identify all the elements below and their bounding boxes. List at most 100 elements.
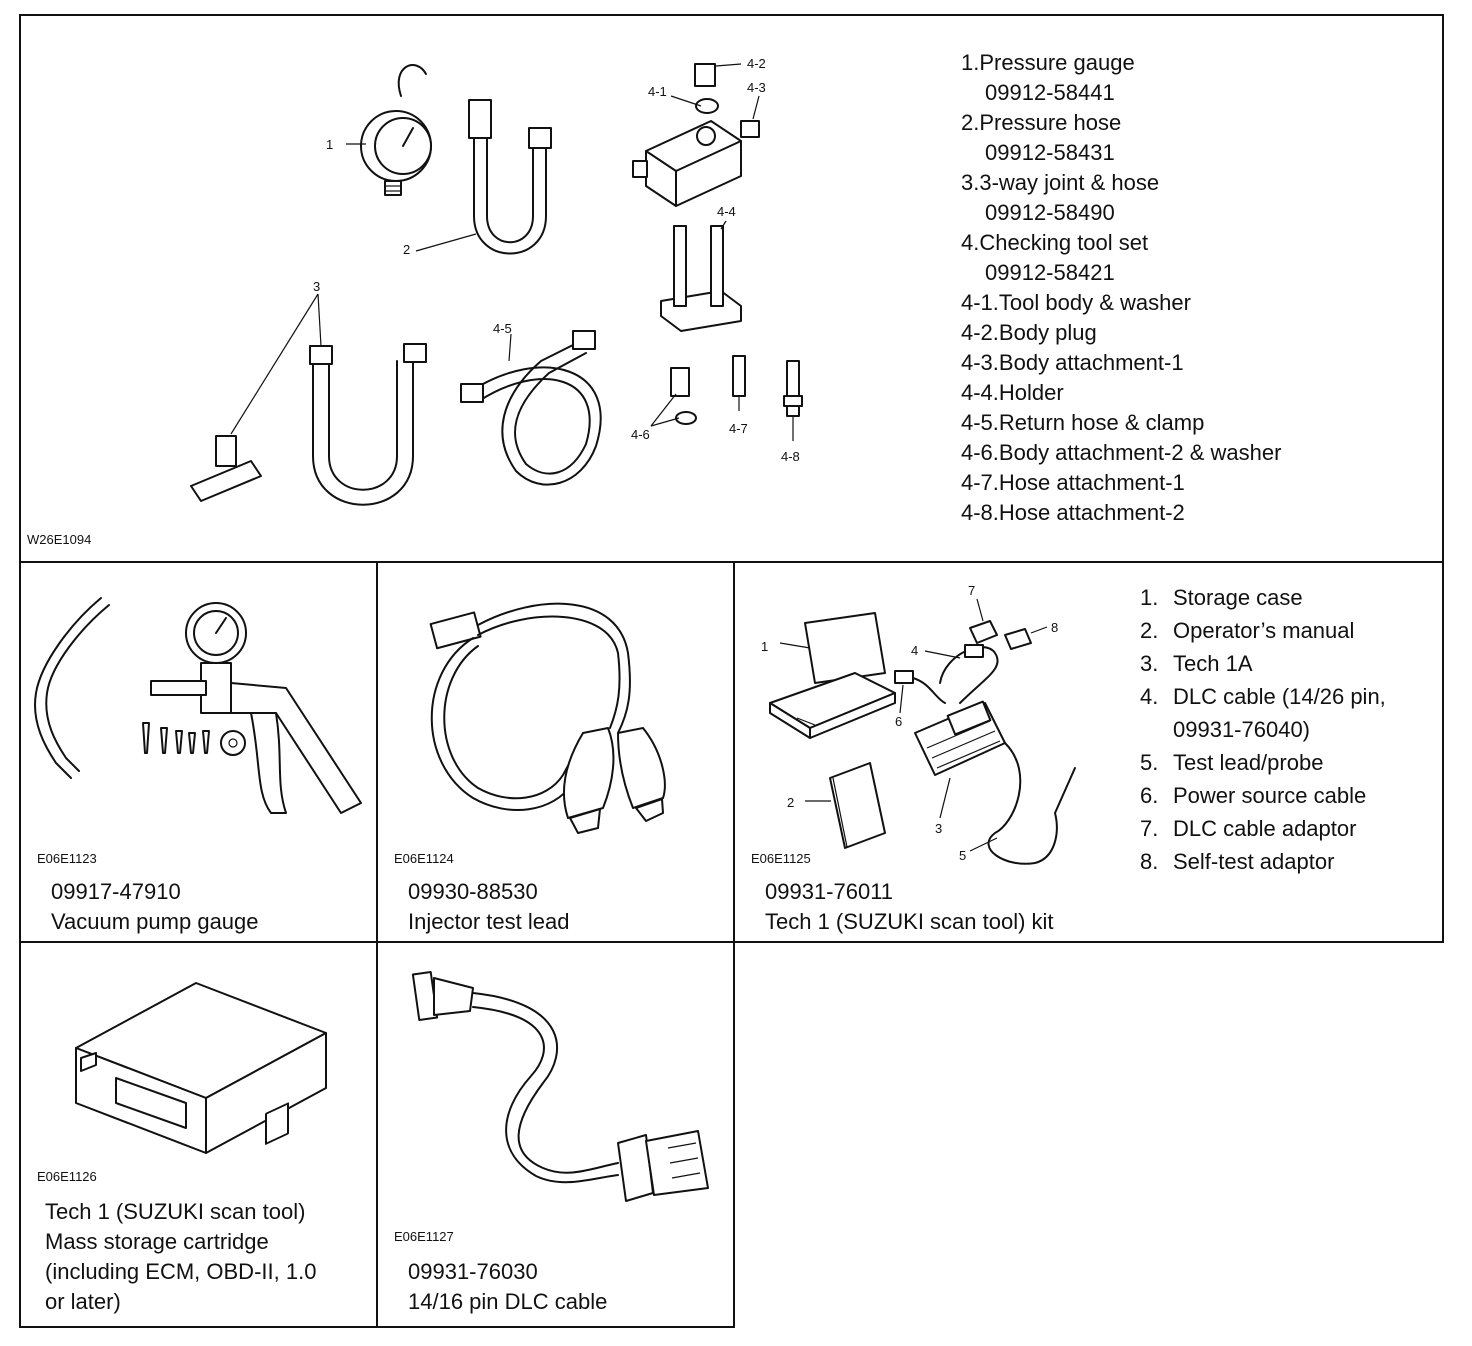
legend-part-number: 09912-58421 bbox=[985, 260, 1115, 285]
panel-mass-storage-cartridge: E06E1126 Tech 1 (SUZUKI scan tool) Mass … bbox=[19, 941, 378, 1328]
legend-label: Body attachment-2 & washer bbox=[998, 440, 1282, 465]
legend-number: 4-6. bbox=[961, 440, 999, 465]
tool-body-drawing bbox=[632, 63, 760, 207]
legend-number: 4-8. bbox=[961, 500, 999, 525]
part-caption: Tech 1 (SUZUKI scan tool) Mass storage c… bbox=[45, 1197, 316, 1317]
legend-number: 1. bbox=[1140, 585, 1159, 610]
callout-4-1: 4-1 bbox=[648, 84, 667, 99]
legend-label: Pressure hose bbox=[979, 110, 1122, 135]
legend-number: 2. bbox=[961, 110, 980, 135]
three-way-joint-drawing bbox=[190, 293, 427, 506]
legend-item: 2.Pressure hose 09912-58431 bbox=[961, 108, 1281, 168]
legend-label: Body plug bbox=[998, 320, 1097, 345]
part-name: Injector test lead bbox=[408, 909, 570, 934]
panel-fuel-pressure-tools: 1 2 3 bbox=[19, 14, 1444, 563]
legend-label: Pressure gauge bbox=[979, 50, 1135, 75]
legend-label: Hose attachment-2 bbox=[998, 500, 1185, 525]
callout-2: 2 bbox=[787, 795, 794, 810]
return-hose-drawing bbox=[460, 330, 602, 486]
legend-number: 8. bbox=[1140, 849, 1159, 874]
legend-label: DLC cable adaptor bbox=[1173, 816, 1357, 841]
legend-label: Tech 1A bbox=[1173, 651, 1253, 676]
holder-drawing bbox=[660, 220, 742, 332]
legend-part-number: 09912-58431 bbox=[985, 140, 1115, 165]
panel-injector-test-lead: E06E1124 09930-88530 Injector test lead bbox=[376, 561, 735, 943]
legend-number: 4. bbox=[961, 230, 980, 255]
legend-item: 4. DLC cable (14/26 pin, 09931-76040) bbox=[1140, 680, 1386, 746]
legend-item: 8.Self-test adaptor bbox=[1140, 845, 1386, 878]
callout-4-3: 4-3 bbox=[747, 80, 766, 95]
callout-2: 2 bbox=[403, 242, 410, 257]
legend-label: 3-way joint & hose bbox=[979, 170, 1160, 195]
part-name: Vacuum pump gauge bbox=[51, 909, 259, 934]
legend-item: 6. Power source cable bbox=[1140, 779, 1386, 812]
legend-number: 4-2. bbox=[961, 320, 999, 345]
legend-number: 5. bbox=[1140, 750, 1159, 775]
legend-item: 4-1.Tool body & washer bbox=[961, 288, 1281, 318]
vacuum-pump-gauge-illustration bbox=[34, 597, 362, 814]
callout-4-2: 4-2 bbox=[747, 56, 766, 71]
part-caption: 09931-76011 Tech 1 (SUZUKI scan tool) ki… bbox=[765, 877, 1054, 937]
callout-4: 4 bbox=[911, 643, 918, 658]
part-caption: 09930-88530 Injector test lead bbox=[408, 877, 569, 937]
legend-item: 5. Test lead/probe bbox=[1140, 746, 1386, 779]
panel-dlc-cable: E06E1127 09931-76030 14/16 pin DLC cable bbox=[376, 941, 735, 1328]
legend-label: Checking tool set bbox=[979, 230, 1149, 255]
legend-item: 3. Tech 1A bbox=[1140, 647, 1386, 680]
legend-label: Test lead/probe bbox=[1173, 750, 1324, 775]
legend-number: 4-3. bbox=[961, 350, 999, 375]
legend-number: 2. bbox=[1140, 618, 1159, 643]
legend-label: DLC cable (14/26 pin, bbox=[1173, 684, 1386, 709]
legend-item: 4.Checking tool set 09912-58421 bbox=[961, 228, 1281, 288]
callout-4-8: 4-8 bbox=[781, 449, 800, 464]
kit-legend: 1.Storage case 2. Operator’s manual 3. Tech … bbox=[1140, 581, 1386, 878]
legend-number: 3. bbox=[1140, 651, 1159, 676]
callout-4-7: 4-7 bbox=[729, 421, 748, 436]
callout-4-5: 4-5 bbox=[493, 321, 512, 336]
callout-1: 1 bbox=[761, 639, 768, 654]
legend-number: 4-7. bbox=[961, 470, 999, 495]
legend-item: 2. Operator’s manual bbox=[1140, 614, 1386, 647]
legend-number: 7. bbox=[1140, 816, 1159, 841]
callout-6: 6 bbox=[895, 714, 902, 729]
legend-number: 4-1. bbox=[961, 290, 999, 315]
dlc-cable-illustration bbox=[411, 970, 709, 1202]
legend-item: 4-4.Holder bbox=[961, 378, 1281, 408]
part-number: 09930-88530 bbox=[408, 879, 538, 904]
panel-vacuum-pump-gauge: E06E1123 09917-47910 Vacuum pump gauge bbox=[19, 561, 378, 943]
legend-number: 4. bbox=[1140, 684, 1159, 709]
caption-line-3: (including ECM, OBD-II, 1.0 bbox=[45, 1259, 317, 1284]
figure-code: E06E1125 bbox=[751, 851, 811, 866]
legend-item: 4-7.Hose attachment-1 bbox=[961, 468, 1281, 498]
legend-item: 1.Pressure gauge 09912-58441 bbox=[961, 48, 1281, 108]
legend-number: 6. bbox=[1140, 783, 1159, 808]
legend-number: 1. bbox=[961, 50, 980, 75]
part-caption: 09917-47910 Vacuum pump gauge bbox=[51, 877, 259, 937]
part-number: 09931-76030 bbox=[408, 1259, 538, 1284]
figure-code: E06E1127 bbox=[394, 1229, 454, 1244]
legend-number: 4-4. bbox=[961, 380, 999, 405]
legend-item: 1.Storage case bbox=[1140, 581, 1386, 614]
attachments-drawing bbox=[650, 355, 803, 441]
legend-label: Holder bbox=[998, 380, 1064, 405]
callout-3: 3 bbox=[313, 279, 320, 294]
legend-item: 4-5.Return hose & clamp bbox=[961, 408, 1281, 438]
part-name: Tech 1 (SUZUKI scan tool) kit bbox=[765, 909, 1054, 934]
tech1-kit-illustration: 1 2 3 4 5 6 7 8 bbox=[761, 583, 1076, 865]
legend-part-number: 09912-58441 bbox=[985, 80, 1115, 105]
callout-3: 3 bbox=[935, 821, 942, 836]
figure-code: E06E1126 bbox=[37, 1169, 97, 1184]
legend-item: 4-6.Body attachment-2 & washer bbox=[961, 438, 1281, 468]
legend-continuation: 09931-76040) bbox=[1173, 717, 1311, 742]
legend-label: Operator’s manual bbox=[1173, 618, 1355, 643]
injector-test-lead-illustration bbox=[429, 602, 666, 834]
fuel-pressure-tools-illustration: 1 2 3 bbox=[190, 56, 803, 506]
pressure-gauge-drawing bbox=[346, 64, 432, 196]
figure-code: W26E1094 bbox=[27, 532, 92, 547]
legend-label: Hose attachment-1 bbox=[998, 470, 1185, 495]
callout-8: 8 bbox=[1051, 620, 1058, 635]
legend-label: Power source cable bbox=[1173, 783, 1367, 808]
caption-line-2: Mass storage cartridge bbox=[45, 1229, 269, 1254]
